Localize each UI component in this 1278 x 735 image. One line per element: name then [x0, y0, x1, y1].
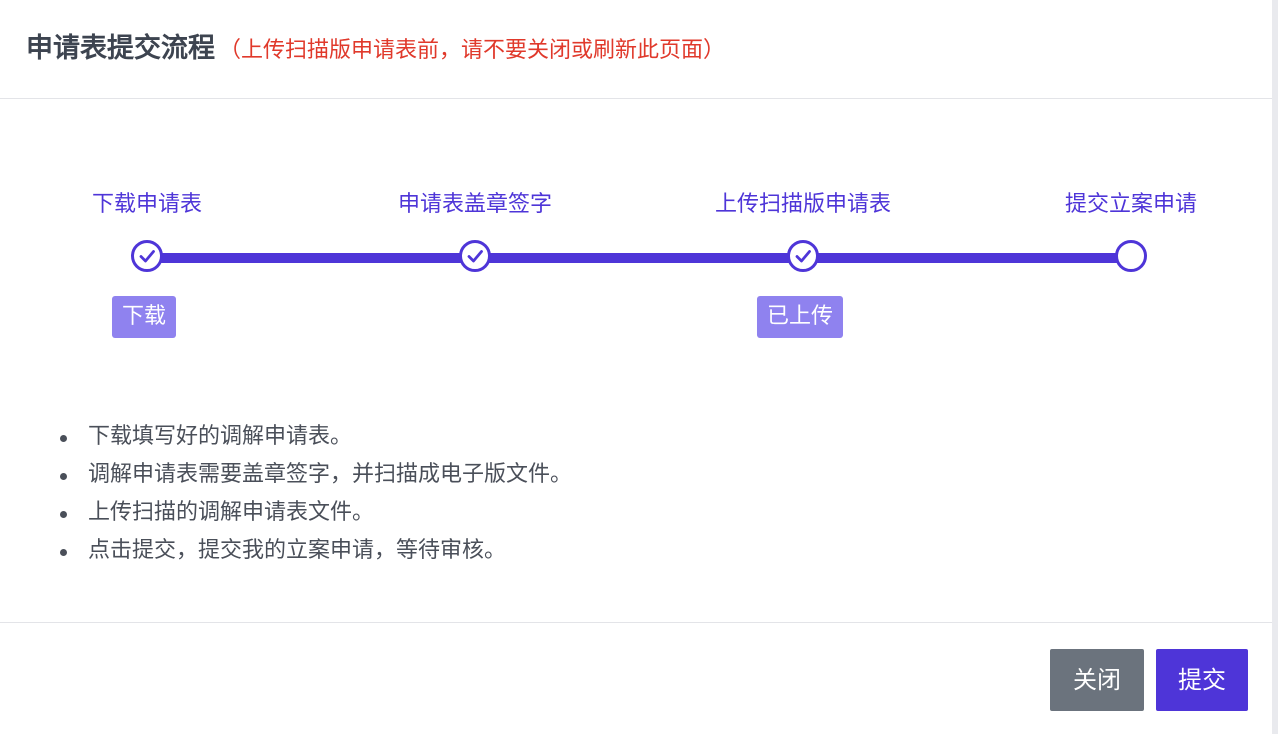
modal-title: 申请表提交流程（上传扫描版申请表前，请不要关闭或刷新此页面）: [26, 30, 725, 70]
check-icon: [139, 250, 155, 263]
list-item: 上传扫描的调解申请表文件。: [60, 494, 572, 532]
modal-footer: 关闭 提交: [0, 622, 1272, 735]
backdrop-edge: [1272, 0, 1278, 734]
check-circle-icon: [459, 240, 491, 272]
download-button[interactable]: 下载: [111, 296, 177, 338]
modal-title-text: 申请表提交流程: [26, 33, 215, 64]
step-label-download: 下载申请表: [91, 192, 203, 217]
step-label-submit: 提交立案申请: [1064, 192, 1198, 217]
check-circle-icon: [131, 240, 163, 272]
step-label-upload: 上传扫描版申请表: [714, 192, 892, 217]
check-icon: [795, 250, 811, 263]
list-item: 点击提交，提交我的立案申请，等待审核。: [60, 532, 572, 570]
check-icon: [467, 250, 483, 263]
uploaded-button[interactable]: 已上传: [756, 296, 844, 338]
modal-header: 申请表提交流程（上传扫描版申请表前，请不要关闭或刷新此页面）: [0, 0, 1272, 99]
instruction-list: 下载填写好的调解申请表。 调解申请表需要盖章签字，并扫描成电子版文件。 上传扫描…: [60, 418, 572, 570]
step-connector-2: [475, 253, 803, 263]
modal-warning-text: （上传扫描版申请表前，请不要关闭或刷新此页面）: [219, 38, 726, 63]
submit-button[interactable]: 提交: [1156, 649, 1248, 711]
list-item: 下载填写好的调解申请表。: [60, 418, 572, 456]
step-connector-1: [146, 253, 475, 263]
check-circle-icon: [787, 240, 819, 272]
list-item: 调解申请表需要盖章签字，并扫描成电子版文件。: [60, 456, 572, 494]
step-label-sign: 申请表盖章签字: [397, 192, 553, 217]
step-connector-3: [803, 253, 1131, 263]
empty-circle-icon: [1115, 240, 1147, 272]
progress-stepper: 下载申请表 申请表盖章签字 上传扫描版申请表 提交立案申请 下载 已上传: [0, 150, 1272, 350]
close-button[interactable]: 关闭: [1050, 649, 1144, 711]
